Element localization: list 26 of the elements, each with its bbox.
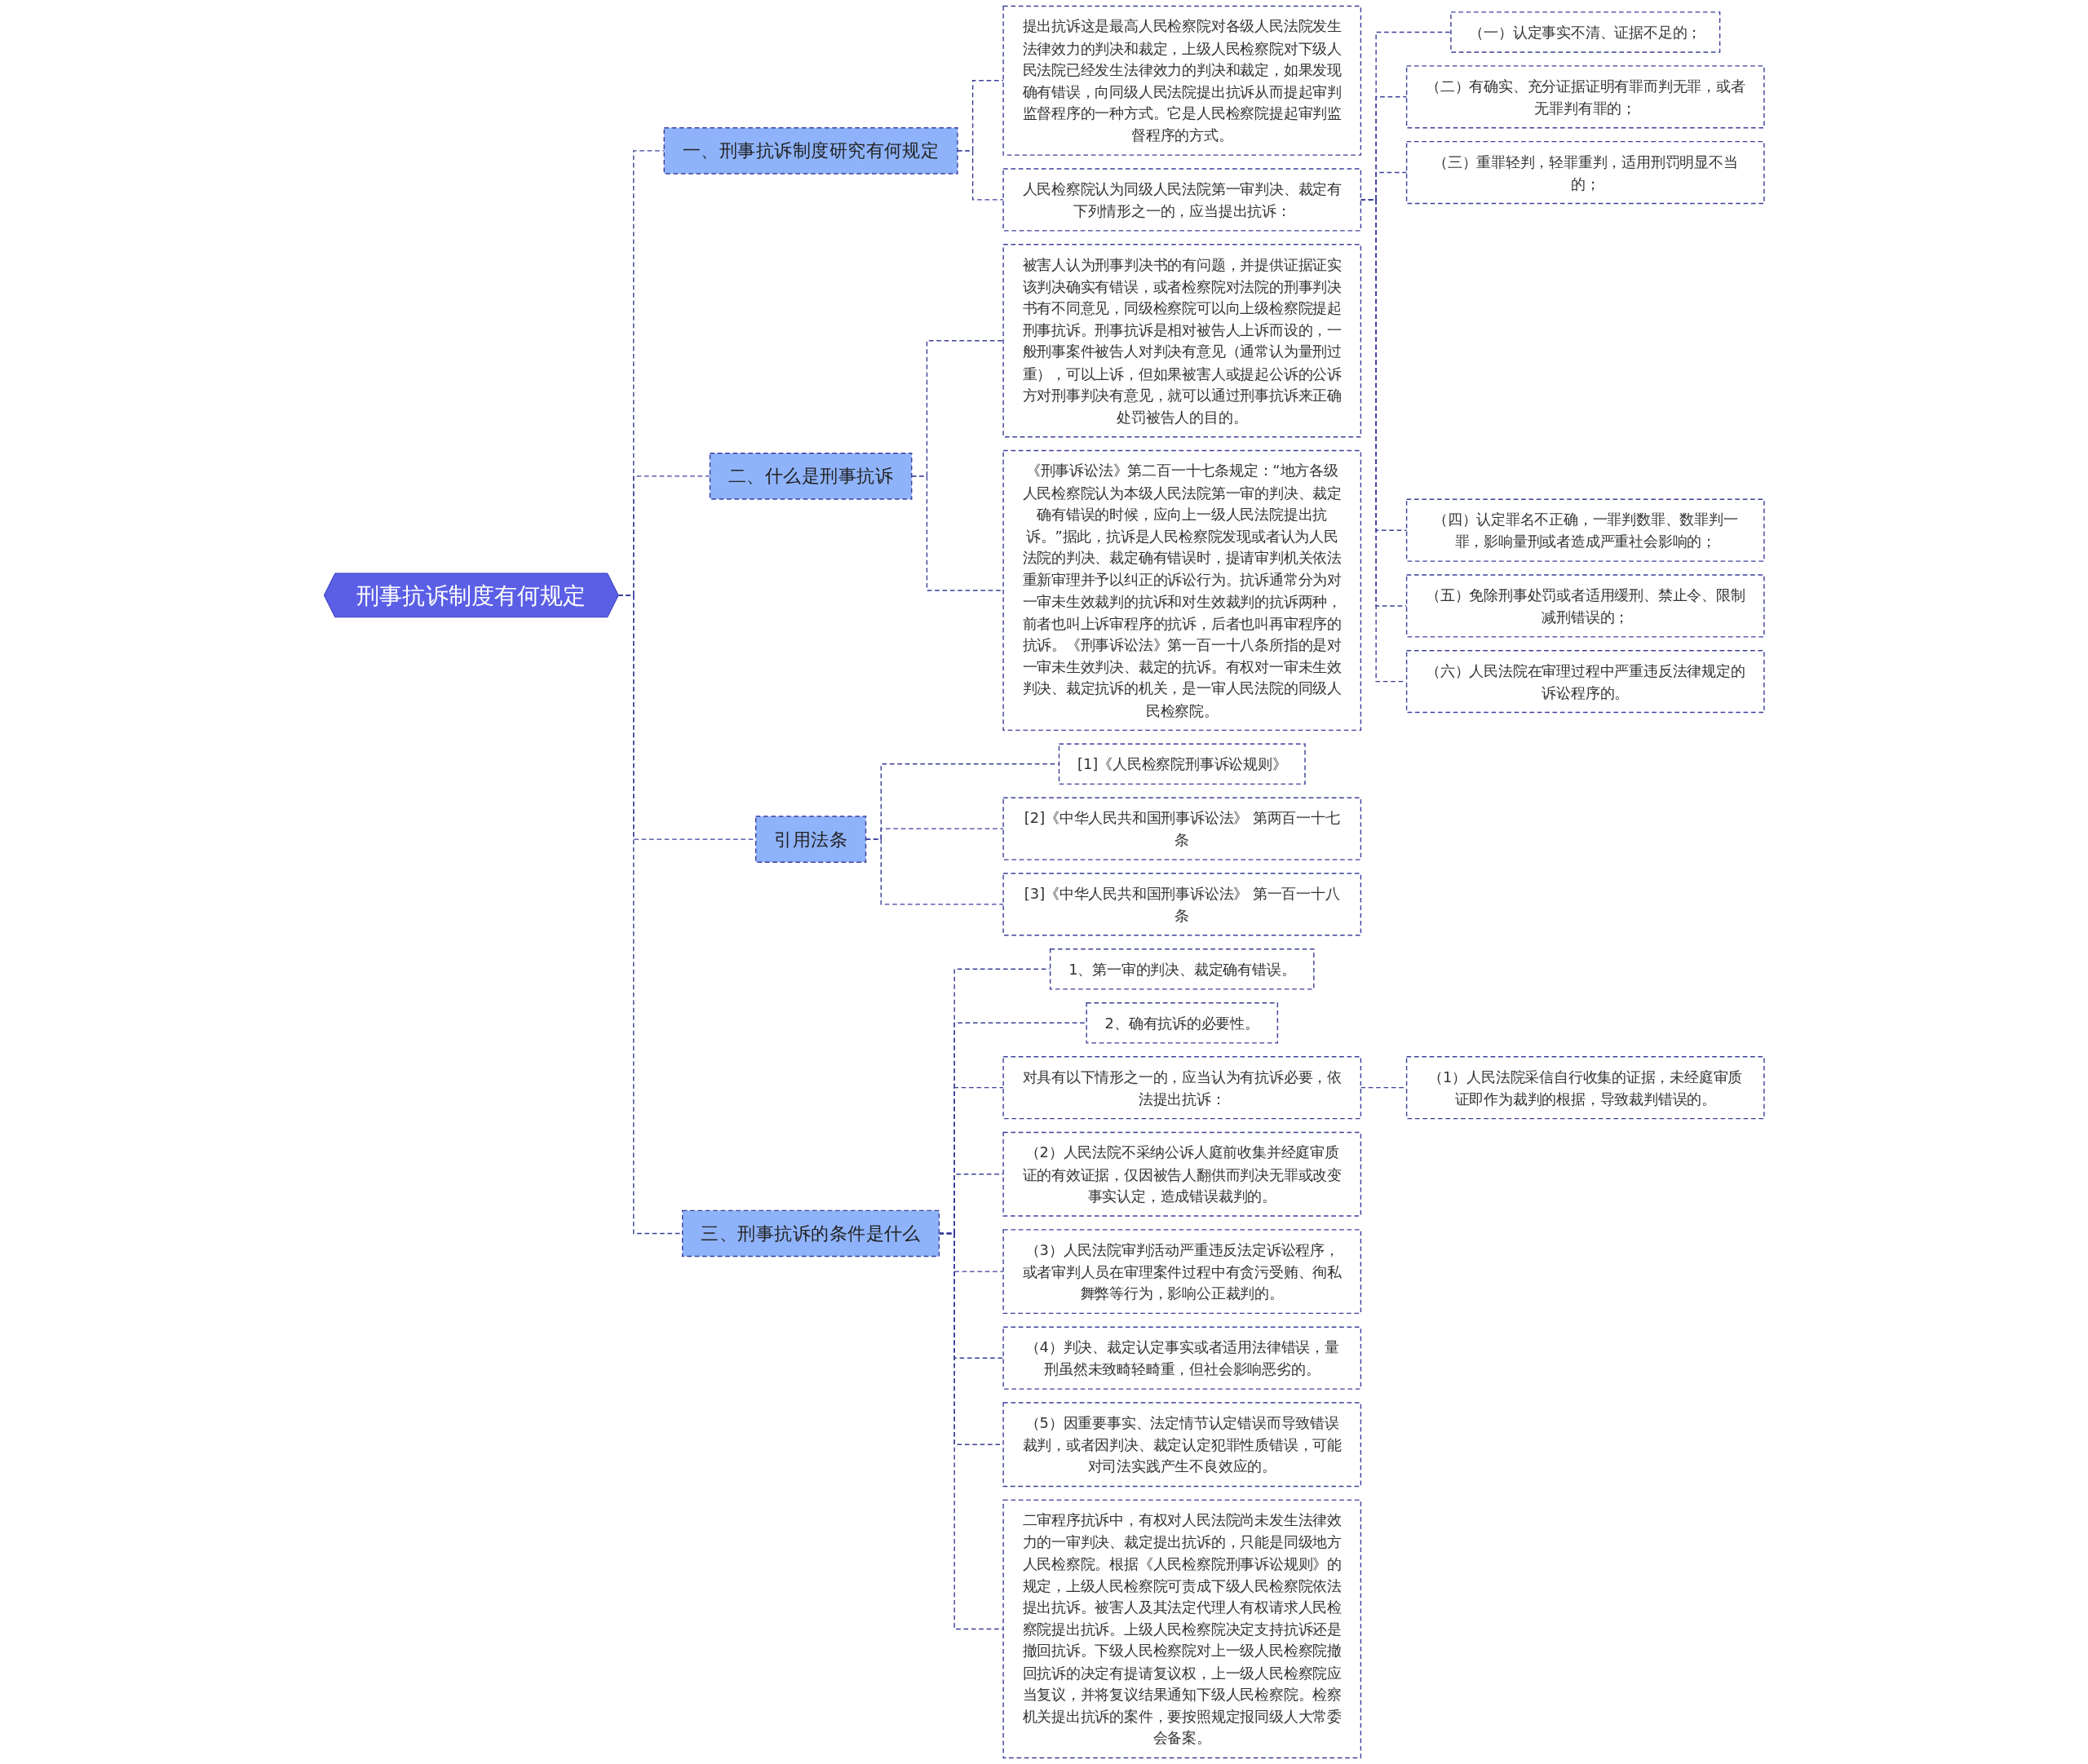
node-box: 《刑事诉讼法》第二百一十七条规定：“地方各级人民检察院认为本级人民法院第一审的判决、裁定确有错误的时候，应向上一级人民法院提出抗诉。”据此，抗诉是人民检察院发现或者认为人民法院的判决、裁定确有错误时，提请审判机关依法重新审理并予以纠正的诉讼行为。抗诉通常分为对一审未生效裁判的抗诉和对生效裁判的抗诉两种，前者也叫上诉审程序的抗诉，后者也叫再审程序的抗诉。《刑事诉讼法》第一百一十八条所指的是对一审未生效判决、裁定的抗诉。有权对一审未生效判决、裁定抗诉的机关，是一审人民法院的同级人民检察院。 bbox=[1002, 449, 1361, 732]
node-box: 二审程序抗诉中，有权对人民法院尚未发生法律效力的一审判决、裁定提出抗诉的，只能是同级地方人民检察院。根据《人民检察院刑事诉讼规则》的规定，上级人民检察院可责成下级人民检察院依法提出抗诉。被害人及其法定代理人有权请求人民检察院提出抗诉。上级人民检察院决定支持抗诉还是撤回抗诉。下级人民检察院对上一级人民检察院撤回抗诉的决定有提请复议权，上一级人民检察院应当复议，并将复议结果通知下级人民检察院。检察机关提出抗诉的案件，要按照规定报同级人大常委会备案。 bbox=[1002, 1499, 1361, 1759]
node-box: （四）认定罪名不正确，一罪判数罪、数罪判一罪，影响量刑或者造成严重社会影响的； bbox=[1405, 498, 1765, 562]
node-box: 提出抗诉这是最高人民检察院对各级人民法院发生法律效力的判决和裁定，上级人民检察院对下级人民法院已经发生法律效力的判决和裁定，如果发现确有错误，向同级人民法院提出抗诉从而提起审判监督程序的一种方式。它是人民检察院提起审判监督程序的方式。 bbox=[1002, 5, 1361, 156]
node-box: （五）免除刑事处罚或者适用缓刑、禁止令、限制减刑错误的； bbox=[1405, 574, 1765, 638]
node-box: （三）重罪轻判，轻罪重判，适用刑罚明显不当的； bbox=[1405, 140, 1765, 205]
node-box: （2）人民法院不采纳公诉人庭前收集并经庭审质证的有效证据，仅因被告人翻供而判决无罪或改变事实认定，造成错误裁判的。 bbox=[1002, 1131, 1361, 1217]
node-box: （1）人民法院采信自行收集的证据，未经庭审质证即作为裁判的根据，导致裁判错误的。 bbox=[1405, 1056, 1765, 1120]
node-box: [1]《人民检察院刑事诉讼规则》 bbox=[1058, 743, 1306, 785]
node-box: 1、第一审的判决、裁定确有错误。 bbox=[1049, 948, 1315, 990]
node-box: （二）有确实、充分证据证明有罪而判无罪，或者无罪判有罪的； bbox=[1405, 65, 1765, 129]
node-box: （3）人民法院审判活动严重违反法定诉讼程序，或者审判人员在审理案件过程中有贪污受贿、徇私舞弊等行为，影响公正裁判的。 bbox=[1002, 1229, 1361, 1315]
node-box: 二、什么是刑事抗诉 bbox=[709, 453, 913, 500]
node-box: （5）因重要事实、法定情节认定错误而导致错误裁判，或者因判决、裁定认定犯罪性质错误，可能对司法实践产生不良效应的。 bbox=[1002, 1402, 1361, 1488]
node-box: [3]《中华人民共和国刑事诉讼法》 第一百一十八条 bbox=[1002, 873, 1361, 936]
node-box: 三、刑事抗诉的条件是什么 bbox=[681, 1209, 940, 1258]
node-box: 被害人认为刑事判决书的有问题，并提供证据证实该判决确实有错误，或者检察院对法院的刑事判决书有不同意见，同级检察院可以向上级检察院提起刑事抗诉。刑事抗诉是相对被告人上诉而设的，一般刑事案件被告人对判决有意见（通常认为量刑过重），可以上诉，但如果被害人或提起公诉的公诉方对刑事判决有意见，就可以通过刑事抗诉来正确处罚被告人的目的。 bbox=[1002, 244, 1361, 438]
node-box: （六）人民法院在审理过程中严重违反法律规定的诉讼程序的。 bbox=[1405, 650, 1765, 714]
node-box: （4）判决、裁定认定事实或者适用法律错误，量刑虽然未致畸轻畸重，但社会影响恶劣的。 bbox=[1002, 1326, 1361, 1390]
node-box: （一）认定事实不清、证据不足的； bbox=[1450, 11, 1721, 53]
node-box: 人民检察院认为同级人民法院第一审判决、裁定有下列情形之一的，应当提出抗诉： bbox=[1002, 168, 1361, 232]
node-box: [2]《中华人民共和国刑事诉讼法》 第两百一十七条 bbox=[1002, 797, 1361, 860]
node-box: 引用法条 bbox=[754, 816, 866, 863]
node-box: 一、刑事抗诉制度研究有何规定 bbox=[663, 127, 958, 175]
node-box: 2、确有抗诉的必要性。 bbox=[1086, 1002, 1278, 1044]
node-box: 对具有以下情形之一的，应当认为有抗诉必要，依法提出抗诉： bbox=[1002, 1056, 1361, 1120]
